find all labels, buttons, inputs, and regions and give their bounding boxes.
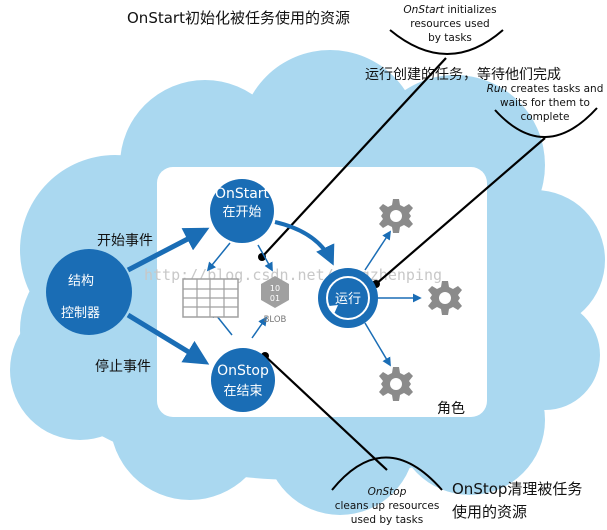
controller-label-2: 控制器 xyxy=(61,306,100,321)
blob-bits-top: 10 xyxy=(270,284,280,293)
table-icon xyxy=(182,278,239,318)
run-note-italic: Run xyxy=(487,83,508,95)
blob-icon: 10 01 BLOB xyxy=(261,276,289,325)
onstart-note-line3: by tasks xyxy=(428,32,472,44)
onstart-node-en: OnStart xyxy=(215,186,270,202)
onstop-node: OnStop 在结束 xyxy=(211,348,275,412)
edge-start-event: 开始事件 xyxy=(97,233,153,249)
controller-node: 结构 控制器 xyxy=(46,249,132,335)
onstop-note-italic: OnStop xyxy=(368,486,407,498)
svg-text:OnStart initializes: OnStart initializes xyxy=(403,4,496,16)
onstart-to-run-arrow xyxy=(274,220,335,266)
run-note-line3: complete xyxy=(520,111,569,123)
onstop-note: OnStop cleans up resources used by tasks xyxy=(331,456,443,526)
onstart-note-line2: resources used xyxy=(410,18,489,30)
run-note-line2: waits for them to xyxy=(500,97,590,109)
onstart-node-cn: 在开始 xyxy=(222,205,261,220)
blob-bits-bottom: 01 xyxy=(270,294,280,303)
onstop-node-en: OnStop xyxy=(217,363,269,379)
onstart-note-line1: initializes xyxy=(444,4,497,16)
onstart-note-italic: OnStart xyxy=(403,4,444,16)
controller-label-1: 结构 xyxy=(68,274,94,289)
onstop-note-line3: used by tasks xyxy=(351,514,423,526)
run-node: 运行 xyxy=(318,268,378,328)
onstart-node: OnStart 在开始 xyxy=(210,179,274,243)
onstop-note-cn-2: 使用的资源 xyxy=(452,503,527,521)
role-label: 角色 xyxy=(437,400,465,417)
run-node-cn: 运行 xyxy=(335,292,361,307)
controller-arrows xyxy=(126,227,210,365)
svg-text:Run creates tasks and: Run creates tasks and xyxy=(487,83,604,95)
onstop-note-line2: cleans up resources xyxy=(335,500,440,512)
leader-lines xyxy=(261,57,546,471)
run-note-cn: 运行创建的任务，等待他们完成 xyxy=(365,66,561,83)
run-note-line1: creates tasks and xyxy=(507,83,603,95)
onstop-node-cn: 在结束 xyxy=(223,384,262,399)
onstop-note-cn-1: OnStop清理被任务 xyxy=(452,480,582,498)
onstart-note: OnStart initializes resources used by ta… xyxy=(389,4,504,55)
blob-label: BLOB xyxy=(264,315,287,325)
run-note: Run creates tasks and waits for them to … xyxy=(487,83,604,138)
edge-stop-event: 停止事件 xyxy=(95,358,151,375)
onstart-title-cn: OnStart初始化被任务使用的资源 xyxy=(127,9,350,27)
